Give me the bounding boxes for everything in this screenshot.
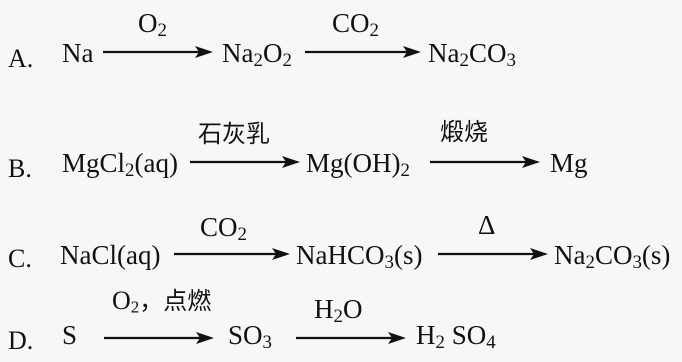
option-letter: B.	[8, 154, 32, 183]
formula-product: Mg	[550, 148, 588, 178]
reaction-arrow	[103, 46, 213, 58]
option-d: D. S O2，点燃 SO3 H2O H2 SO4	[0, 282, 682, 362]
condition-label: 煅烧	[440, 118, 488, 146]
option-a: A. Na O2 Na2O2 CO2 Na2CO3	[0, 0, 682, 80]
formula-intermediate: NaHCO3(s)	[296, 240, 423, 274]
reaction-arrow	[174, 248, 290, 260]
reaction-arrow	[190, 156, 300, 168]
formula-product: Na2CO3(s)	[554, 240, 671, 274]
formula-intermediate: Mg(OH)2	[306, 148, 410, 182]
reaction-arrow	[296, 332, 406, 344]
condition-label: CO2	[200, 212, 247, 246]
formula-product: Na2CO3	[428, 38, 516, 72]
reaction-arrow	[438, 248, 548, 260]
option-c: C. NaCl(aq) CO2 NaHCO3(s) Δ Na2CO3(s)	[0, 210, 682, 290]
condition-label: 石灰乳	[198, 120, 270, 148]
formula-reactant: MgCl2(aq)	[62, 148, 178, 182]
formula-product: H2 SO4	[416, 320, 496, 354]
option-letter: D.	[8, 326, 34, 355]
formula-reactant: NaCl(aq)	[60, 240, 161, 270]
condition-label: O2，点燃	[112, 286, 212, 317]
formula-intermediate: SO3	[228, 320, 272, 354]
reaction-arrow	[305, 46, 421, 58]
condition-label: Δ	[478, 210, 496, 240]
condition-label: H2O	[314, 294, 363, 328]
condition-label: CO2	[332, 8, 379, 42]
formula-intermediate: Na2O2	[222, 38, 292, 72]
option-b: B. MgCl2(aq) 石灰乳 Mg(OH)2 煅烧 Mg	[0, 118, 682, 198]
reaction-arrow	[430, 156, 540, 168]
formula-reactant: S	[62, 320, 78, 350]
formula-reactant: Na	[62, 38, 94, 68]
option-letter: C.	[8, 244, 32, 273]
condition-label: O2	[138, 8, 167, 42]
reaction-arrow	[104, 332, 214, 344]
option-letter: A.	[8, 44, 34, 73]
